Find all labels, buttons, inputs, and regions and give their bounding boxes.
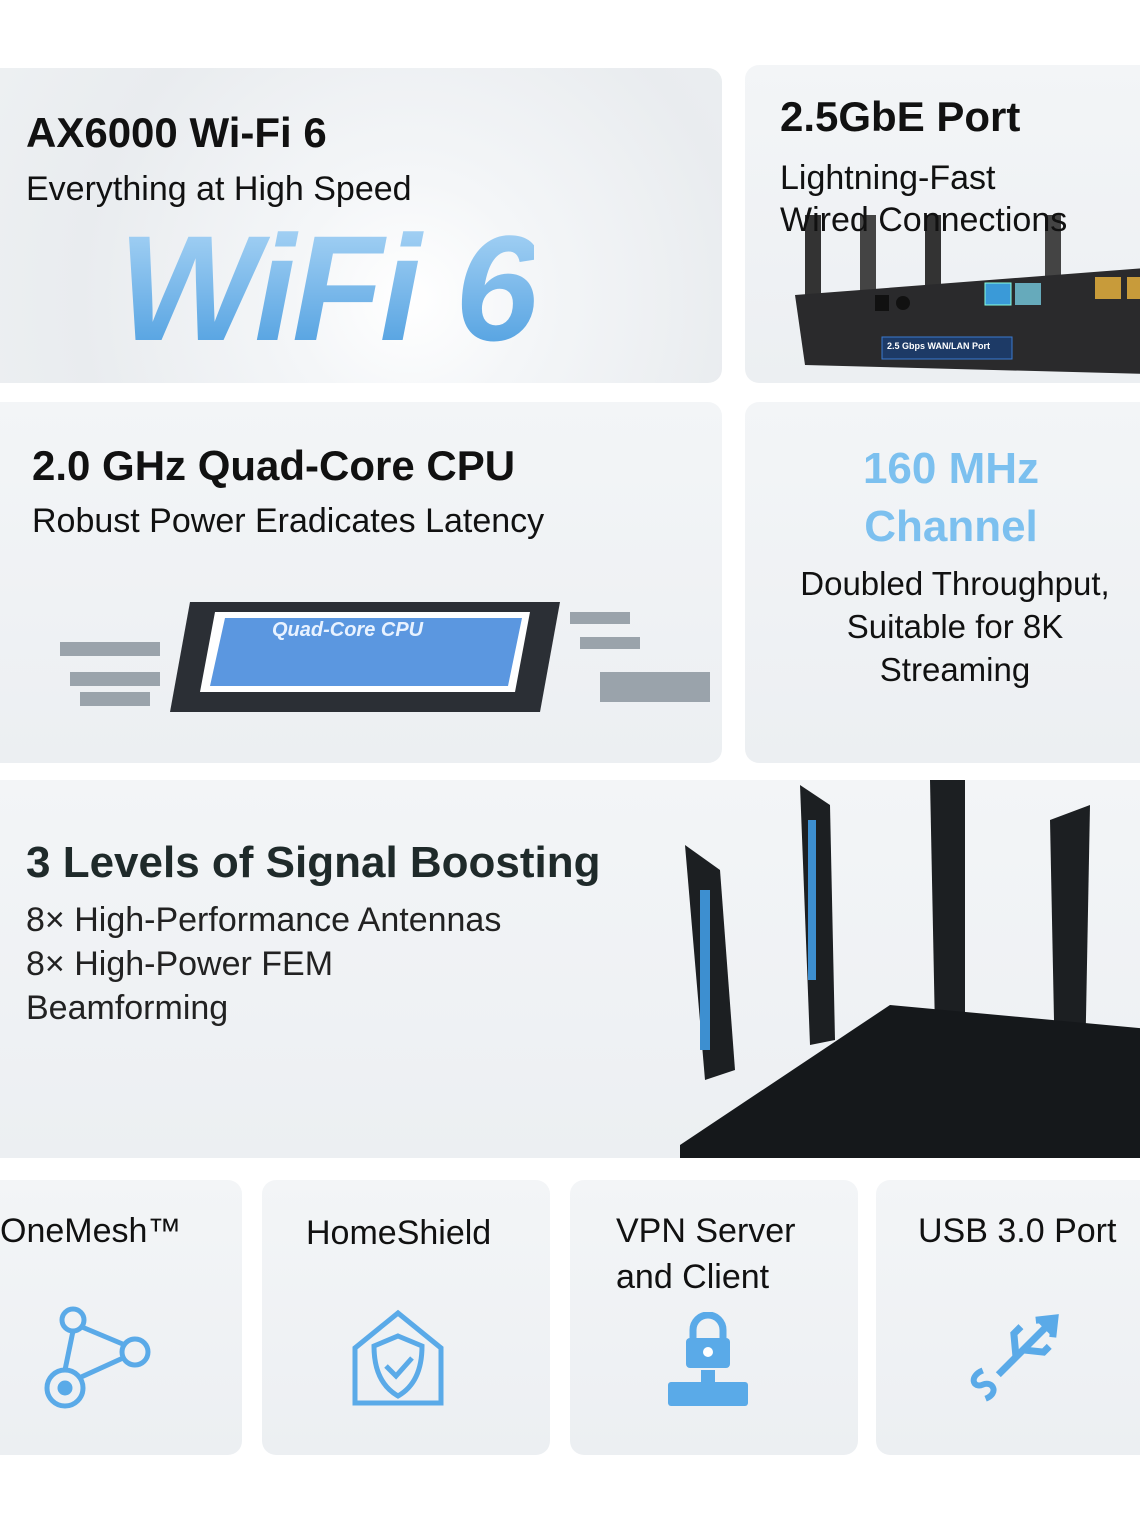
feature-label-1: VPN Server xyxy=(616,1212,796,1250)
feature-label: USB 3.0 Port xyxy=(918,1212,1117,1250)
wifi6-card: WiFi 6 AX6000 Wi-Fi 6 Everything at High… xyxy=(0,68,722,383)
feature-label: OneMesh™ xyxy=(0,1212,182,1250)
channel-title-1: 160 MHz xyxy=(862,444,1040,493)
usb-ss-icon xyxy=(970,1314,1059,1402)
port-label: 2.5 Gbps WAN/LAN Port xyxy=(887,341,991,351)
router-back-image xyxy=(795,215,1140,374)
channel-desc-1: Doubled Throughput, xyxy=(800,565,1110,602)
feature-label: HomeShield xyxy=(306,1214,492,1252)
home-shield-icon xyxy=(352,1309,444,1406)
cpu-card: 2.0 GHz Quad-Core CPU Robust Power Eradi… xyxy=(0,402,722,763)
signal-item: 8× High-Power FEM xyxy=(26,945,334,983)
router-antennas-image xyxy=(680,780,1140,1158)
cpu-chip-image xyxy=(60,602,710,712)
feature-card-homeshield: HomeShield xyxy=(262,1180,550,1455)
channel-desc-3: Streaming xyxy=(879,651,1031,688)
vpn-lock-icon xyxy=(668,1312,748,1406)
wifi6-subtitle: Everything at High Speed xyxy=(26,170,412,208)
cpu-subtitle: Robust Power Eradicates Latency xyxy=(32,502,545,540)
port-subtitle-1: Lightning-Fast xyxy=(780,159,996,197)
signal-card: 3 Levels of Signal Boosting 8× High-Perf… xyxy=(0,780,1140,1158)
channel-title-2: Channel xyxy=(864,502,1038,551)
signal-item: 8× High-Performance Antennas xyxy=(26,901,502,939)
cpu-title: 2.0 GHz Quad-Core CPU xyxy=(32,442,516,489)
feature-label-2: and Client xyxy=(616,1258,770,1296)
channel-card: 160 MHz Channel Doubled Throughput, Suit… xyxy=(745,402,1140,763)
mesh-network-icon xyxy=(44,1306,151,1409)
cpu-chip-label: Quad-Core CPU xyxy=(272,619,424,641)
port-subtitle-2: Wired Connections xyxy=(780,201,1068,239)
port-title: 2.5GbE Port xyxy=(780,93,1021,140)
channel-desc-2: Suitable for 8K xyxy=(846,608,1064,645)
wifi6-title: AX6000 Wi-Fi 6 xyxy=(26,109,327,156)
port-card: 2.5 Gbps WAN/LAN Port 2.5GbE Port Lightn… xyxy=(745,65,1140,383)
signal-title: 3 Levels of Signal Boosting xyxy=(26,838,601,887)
feature-card-onemesh: OneMesh™ xyxy=(0,1180,242,1455)
signal-item: Beamforming xyxy=(26,989,229,1027)
feature-card-usb: USB 3.0 Port xyxy=(876,1180,1140,1455)
feature-card-vpn: VPN Server and Client xyxy=(570,1180,858,1455)
wifi6-graphic: WiFi 6 xyxy=(118,204,538,372)
